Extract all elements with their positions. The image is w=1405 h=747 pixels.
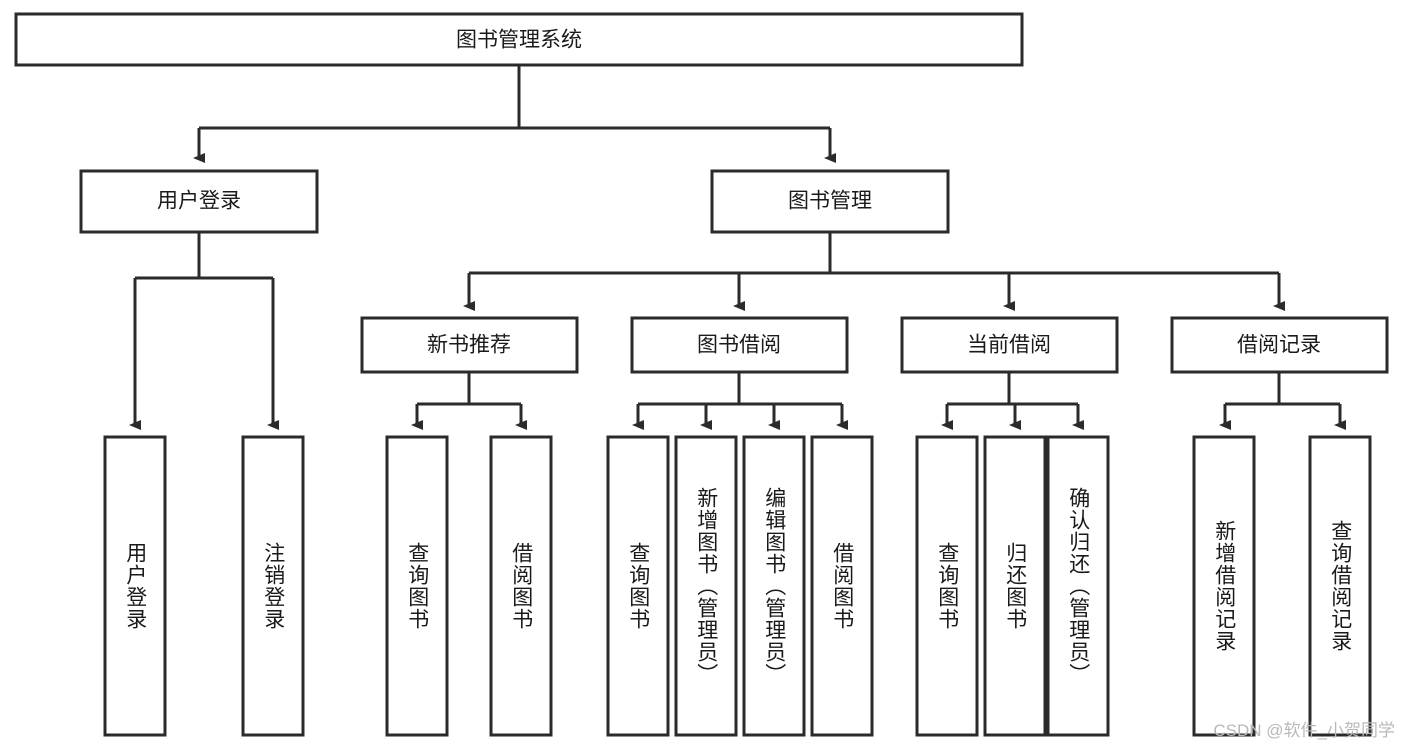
node-new-book-label: 新书推荐 [427,334,511,357]
node-book-mgmt-label: 图书管理 [788,190,872,213]
node-leaf-cb-confirm-box[interactable] [1046,435,1110,737]
node-book-borrow-label: 图书借阅 [697,334,781,357]
node-leaf-nb-borrow-box[interactable] [489,435,553,737]
node-leaf-nb-query-box[interactable] [385,435,449,737]
node-root-box[interactable] [14,12,1024,67]
node-leaf-bb-edit-box[interactable] [742,435,806,737]
node-leaf-bb-add-box[interactable] [674,435,738,737]
node-leaf-user-logout-box[interactable] [241,435,305,737]
node-current-borrow-label: 当前借阅 [967,334,1051,357]
node-leaf-bb-query-box[interactable] [606,435,670,737]
node-book-mgmt-box[interactable] [710,169,950,234]
node-user-login-box[interactable] [79,169,319,234]
node-book-borrow-box[interactable] [630,316,849,374]
node-borrow-record-box[interactable] [1170,316,1389,374]
node-leaf-cb-query-box[interactable] [915,435,979,737]
node-leaf-user-login-box[interactable] [103,435,167,737]
node-current-borrow-box[interactable] [900,316,1119,374]
node-borrow-record-label: 借阅记录 [1237,334,1321,357]
node-user-login-label: 用户登录 [157,190,241,213]
node-leaf-bb-borrow-box[interactable] [810,435,874,737]
node-new-book-box[interactable] [360,316,579,374]
node-root-label: 图书管理系统 [456,29,582,52]
node-leaf-cb-return-box[interactable] [983,435,1047,737]
node-leaf-br-add-box[interactable] [1192,435,1256,737]
node-leaf-br-query-box[interactable] [1308,435,1372,737]
